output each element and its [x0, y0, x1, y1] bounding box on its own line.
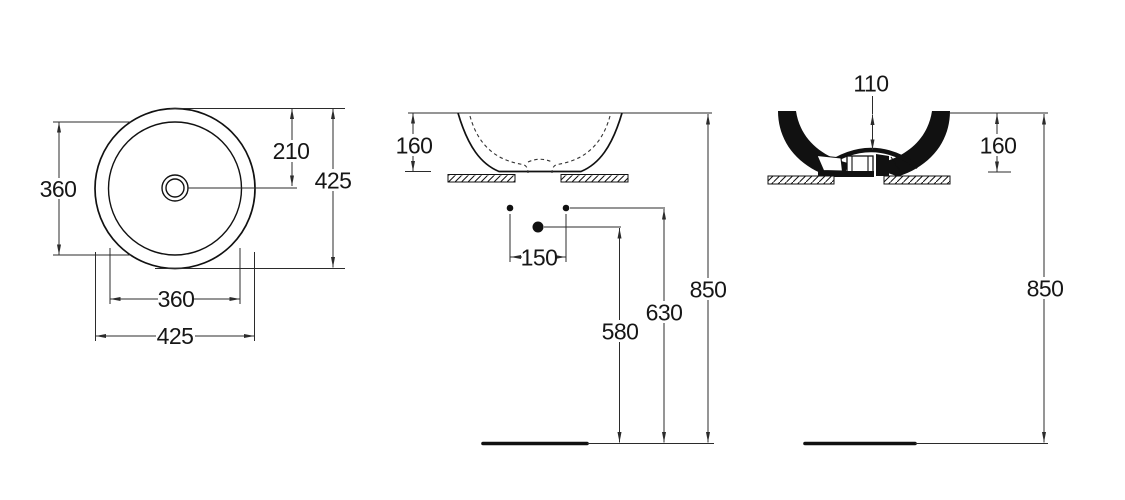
inner-bowl-hidden-line-right	[551, 115, 611, 174]
countertop-hatch-left	[447, 174, 516, 183]
dim-inner-diameter-horizontal: 360	[110, 286, 240, 312]
dimension-label: 360	[40, 176, 77, 202]
drain-bracket-right-line	[890, 156, 901, 172]
dimension-label: 150	[521, 245, 558, 271]
top-view: 360 210 425 360 425	[40, 107, 352, 349]
dim-basin-height-side: 160	[980, 113, 1017, 173]
dimension-label: 850	[690, 277, 727, 303]
dim-inner-diameter-vertical: 360	[40, 122, 77, 255]
countertop-hatch-right	[560, 174, 629, 183]
dim-rim-height-front: 850	[690, 114, 727, 443]
countertop-hatch-right	[883, 175, 951, 185]
dim-waste-outlet-height: 580	[602, 228, 639, 443]
dim-bowl-inner-depth: 110	[853, 71, 889, 150]
dimension-label: 110	[853, 71, 888, 97]
section-wall-right	[880, 111, 950, 177]
dimension-label: 360	[158, 286, 195, 312]
dim-hole-spacing: 150	[510, 245, 566, 271]
dim-outer-diameter-horizontal: 425	[95, 323, 255, 349]
dimension-label: 630	[646, 300, 683, 326]
dimension-label: 425	[315, 168, 352, 194]
inner-bowl-hidden-line-left	[469, 115, 529, 174]
drain-throat-hidden-line	[527, 158, 553, 163]
dim-rim-height-side: 850	[1027, 114, 1064, 443]
side-view-section: 110 160 850	[767, 71, 1064, 446]
supply-connection-point-left	[506, 204, 514, 212]
dimension-label: 850	[1027, 276, 1064, 302]
waste-outlet-point	[532, 221, 544, 233]
supply-connection-point-right	[562, 204, 570, 212]
dim-basin-height: 160	[396, 113, 433, 172]
dim-supply-connection-height: 630	[646, 209, 683, 443]
front-view: 160 150 580 630 850	[396, 112, 727, 446]
dimension-label: 580	[602, 319, 639, 345]
drain-inner-circle	[165, 178, 185, 198]
dim-rim-to-drain-center: 210	[273, 108, 310, 186]
dimension-label: 160	[396, 133, 433, 159]
dimension-label: 425	[157, 323, 194, 349]
section-drain-block-right	[876, 154, 889, 176]
dim-outer-diameter-vertical: 425	[315, 108, 352, 268]
dimension-label: 160	[980, 133, 1017, 159]
countertop-hatch-left	[767, 175, 835, 185]
dimension-label: 210	[273, 138, 310, 164]
basin-outline	[457, 112, 623, 173]
